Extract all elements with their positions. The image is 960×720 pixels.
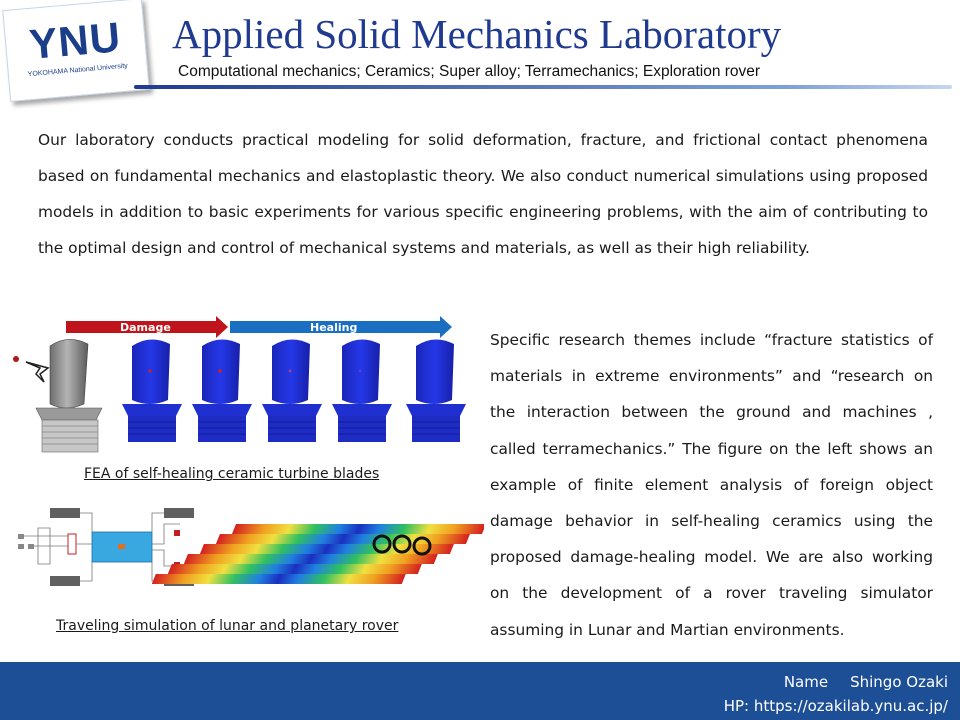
fea-caption: FEA of self-healing ceramic turbine blad…: [84, 466, 380, 482]
page-title: Applied Solid Mechanics Laboratory: [172, 11, 782, 57]
healing-arrow: Healing: [230, 316, 452, 338]
logo-text: YNU: [27, 13, 123, 68]
blue-blade-1: [122, 339, 182, 442]
gray-blade: [35, 339, 103, 453]
blue-blade-2: [192, 339, 252, 442]
footer-name: Name Shingo Ozaki: [784, 672, 948, 692]
footer: Name Shingo Ozaki HP: https://ozakilab.yn…: [0, 662, 960, 720]
terrain-surface: [151, 524, 486, 584]
header-divider: [134, 85, 952, 89]
ynu-logo: YNU YOKOHAMA National University: [2, 0, 150, 102]
homepage-link[interactable]: HP: https://ozakilab.ynu.ac.jp/: [723, 697, 948, 715]
blue-blade-4: [332, 339, 392, 442]
rover-caption: Traveling simulation of lunar and planet…: [56, 618, 399, 634]
blue-blade-5: [406, 339, 466, 442]
header: YNU YOKOHAMA National University Applied…: [0, 0, 960, 102]
research-paragraph: Specific research themes include “fractu…: [490, 331, 933, 639]
impactor-icon: [13, 356, 50, 383]
rover-wheels: [372, 534, 432, 556]
name-label: Name: [783, 673, 829, 691]
intro-paragraph: Our laboratory conducts practical modeli…: [38, 131, 928, 257]
page-subtitle: Computational mechanics; Ceramics; Super…: [178, 63, 761, 80]
blue-blade-3: [262, 339, 322, 442]
name-value: Shingo Ozaki: [850, 673, 948, 691]
damage-label: Damage: [120, 321, 171, 334]
fea-turbine-figure: Damage Healing: [10, 316, 480, 462]
rover-simulation-figure: [14, 504, 486, 608]
healing-label: Healing: [310, 321, 357, 334]
damage-arrow: Damage: [66, 316, 228, 338]
